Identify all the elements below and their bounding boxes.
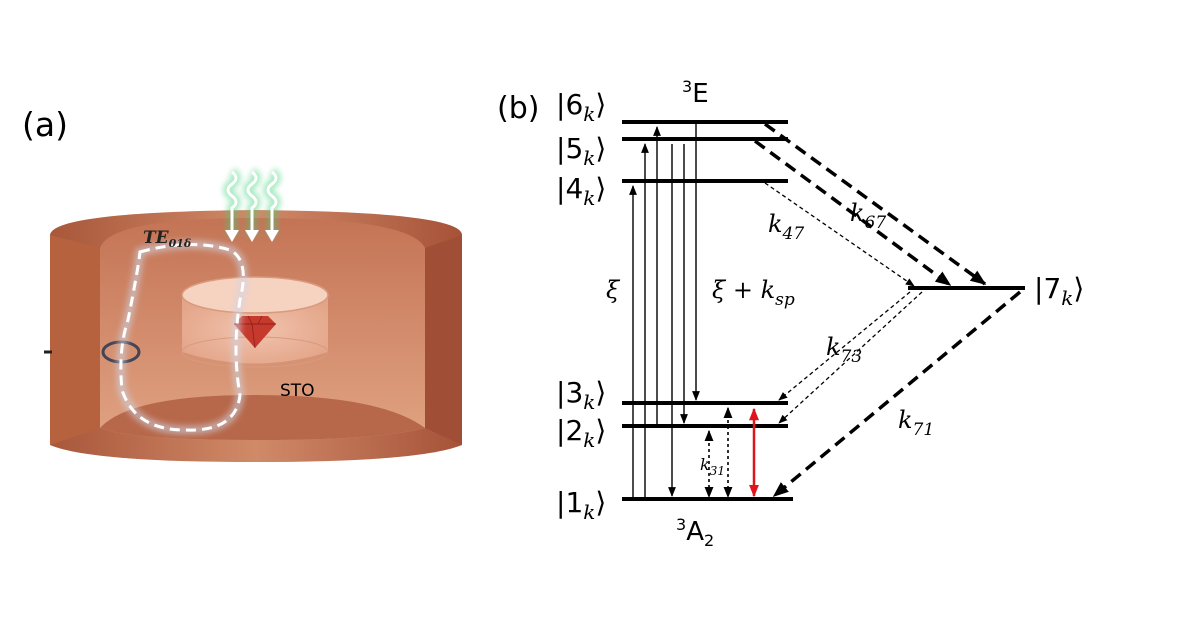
panel-a-label: (a) — [22, 105, 68, 144]
xi-ksp-label: ξ + ksp — [712, 276, 795, 310]
panel-a: (a) TE01δ STO — [22, 105, 462, 462]
pump-arrows — [629, 126, 661, 497]
panel-b: (b) 3E 3A2 |6k⟩ |5k⟩ |4k⟩ |3k⟩ |2k⟩ |1k⟩… — [497, 77, 1084, 550]
crystal-label: STO — [280, 381, 315, 401]
ket-2: |2k⟩ — [556, 414, 606, 452]
energy-levels — [622, 120, 1025, 501]
k71-arrow — [772, 290, 1022, 498]
dielectric-resonator — [181, 276, 329, 368]
isc-arrows — [753, 122, 1022, 498]
ket-4: |4k⟩ — [556, 172, 606, 210]
k71-label: k71 — [898, 406, 934, 440]
ket-7: |7k⟩ — [1034, 272, 1084, 310]
k67-arrow-5 — [753, 139, 952, 287]
ket-5: |5k⟩ — [556, 132, 606, 170]
mode-label: TE01δ — [143, 228, 191, 250]
ket-3: |3k⟩ — [556, 376, 606, 414]
k67-label: k67 — [850, 199, 886, 233]
k73-label: k73 — [826, 333, 862, 367]
k47-arrow — [764, 182, 915, 287]
relaxation-arrows — [704, 406, 733, 499]
decay-arrows — [668, 124, 700, 497]
ket-1: |1k⟩ — [556, 486, 606, 524]
k31-label: k31 — [700, 455, 725, 478]
k67-arrow-6 — [763, 122, 987, 286]
ket-labels: |6k⟩ |5k⟩ |4k⟩ |3k⟩ |2k⟩ |1k⟩ |7k⟩ — [556, 88, 1084, 524]
excited-state-label: 3E — [682, 77, 709, 109]
ket-6: |6k⟩ — [556, 88, 606, 126]
xi-label: ξ — [606, 276, 621, 304]
k47-label: k47 — [768, 210, 804, 244]
panel-b-label: (b) — [497, 91, 539, 126]
field-loop — [116, 240, 248, 435]
k73-arrow-3 — [778, 291, 911, 401]
laser-arrows-icon — [223, 168, 281, 242]
k73-arrow-2 — [778, 291, 923, 424]
ground-state-label: 3A2 — [676, 515, 714, 550]
